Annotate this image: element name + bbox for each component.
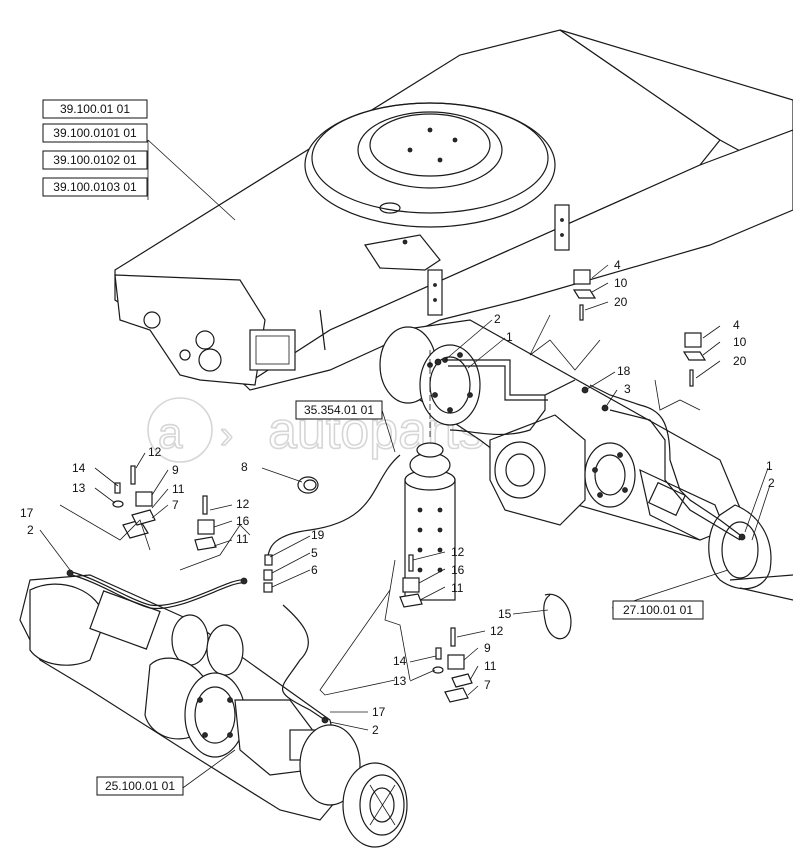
ref-frame-3: 39.100.0103 01 [53, 180, 137, 194]
callout-2c: 2 [27, 523, 34, 537]
callout-20b: 20 [733, 354, 747, 368]
callout-labels: 4 10 20 4 10 20 2 1 18 3 1 2 12 9 14 13 … [20, 258, 775, 737]
callout-10b: 10 [733, 335, 747, 349]
callout-2a: 2 [494, 312, 501, 326]
callout-11c: 11 [451, 581, 464, 595]
callout-20a: 20 [614, 295, 628, 309]
front-axle-reference-box: 25.100.01 01 [96, 776, 184, 796]
callout-15: 15 [498, 607, 512, 621]
callout-11b: 11 [236, 532, 249, 546]
callout-13b: 13 [393, 674, 407, 688]
svg-text:a: a [158, 409, 183, 458]
ref-frame-0: 39.100.01 01 [60, 102, 130, 116]
swivel-reference-box: 35.354.01 01 [295, 400, 383, 420]
callout-19: 19 [311, 528, 325, 542]
small-parts [112, 269, 707, 703]
callout-7b: 7 [484, 678, 491, 692]
callout-1a: 1 [506, 330, 513, 344]
rear-axle-reference-box: 27.100.01 01 [612, 600, 704, 620]
callout-3: 3 [624, 382, 631, 396]
callout-4b: 4 [733, 318, 740, 332]
callout-12a: 12 [148, 445, 162, 459]
ref-frame-1: 39.100.0101 01 [53, 126, 137, 140]
callout-12c: 12 [451, 545, 465, 559]
callout-2d: 2 [372, 723, 379, 737]
callout-13a: 13 [72, 481, 86, 495]
chassis-frame [114, 29, 793, 391]
callout-18: 18 [617, 364, 631, 378]
callout-7a: 7 [172, 498, 179, 512]
callout-9a: 9 [172, 463, 179, 477]
hose-lines [66, 358, 746, 724]
callout-5: 5 [311, 546, 318, 560]
callout-14a: 14 [72, 461, 86, 475]
callout-2b: 2 [768, 476, 775, 490]
callout-4a: 4 [614, 258, 621, 272]
callout-11d: 11 [484, 659, 497, 673]
callout-12d: 12 [490, 624, 504, 638]
svg-text:›: › [220, 413, 233, 457]
front-axle [19, 574, 408, 848]
ref-front-axle: 25.100.01 01 [105, 779, 175, 793]
ref-swivel: 35.354.01 01 [304, 403, 374, 417]
callout-16a: 16 [236, 514, 250, 528]
callout-8: 8 [241, 460, 248, 474]
frame-reference-boxes: 39.100.01 01 39.100.0101 01 39.100.0102 … [42, 99, 148, 197]
callout-9b: 9 [484, 641, 491, 655]
callout-1b: 1 [766, 459, 773, 473]
callout-12b: 12 [236, 497, 250, 511]
ref-rear-axle: 27.100.01 01 [623, 603, 693, 617]
callout-16b: 16 [451, 563, 465, 577]
ref-frame-2: 39.100.0102 01 [53, 153, 137, 167]
callout-10a: 10 [614, 276, 628, 290]
rear-axle [379, 319, 793, 601]
callout-11a: 11 [172, 482, 185, 496]
callout-6: 6 [311, 563, 318, 577]
callout-17b: 17 [372, 705, 386, 719]
callout-17a: 17 [20, 506, 34, 520]
callout-14b: 14 [393, 654, 407, 668]
